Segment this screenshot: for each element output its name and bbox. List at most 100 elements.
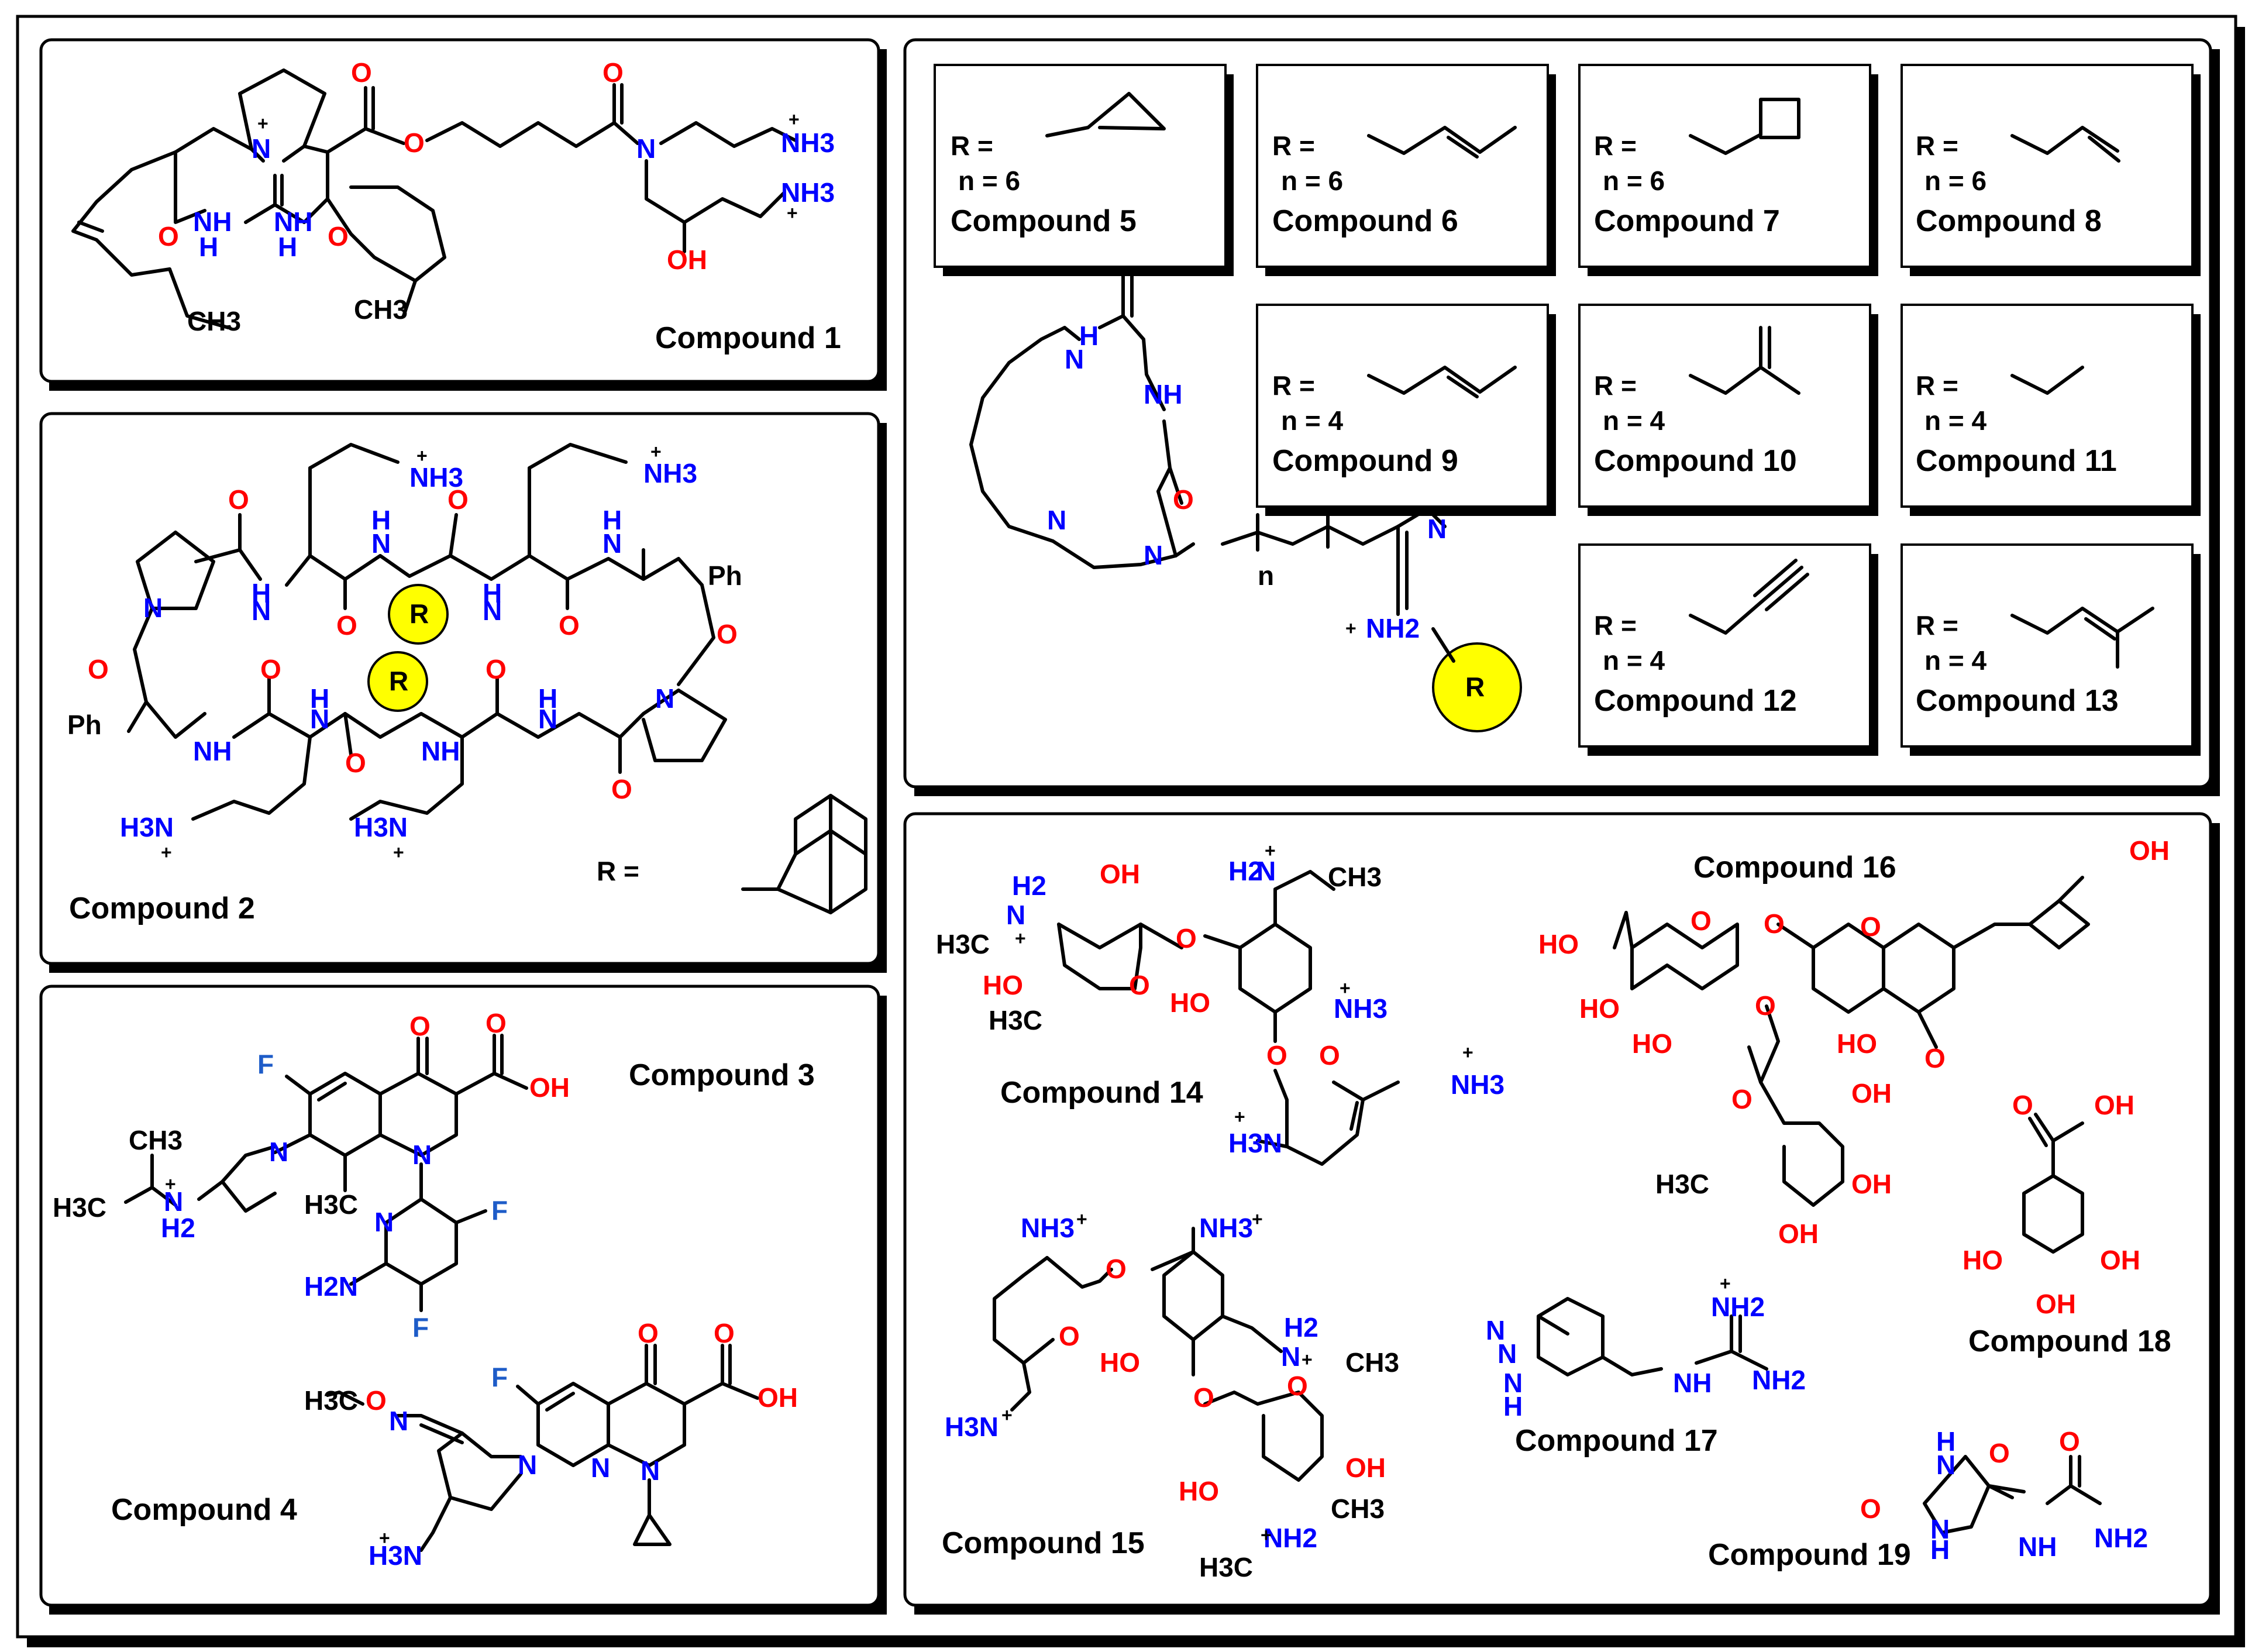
r-box-compound-8: R = n = 6 Compound 8: [1901, 64, 2201, 276]
atom-label: H: [602, 505, 622, 535]
atom-label: F: [257, 1049, 274, 1079]
charge-label: +: [1076, 1209, 1087, 1230]
atom-label: H2: [1012, 870, 1046, 901]
atom-label: NH2: [2094, 1523, 2148, 1553]
atom-label: N: [1930, 1514, 1950, 1544]
panel-compound-5-13: R N H N NH2 + NH O N n N H N H N NH2 + R…: [903, 38, 2220, 796]
atom-label: OH: [667, 245, 707, 275]
atom-label: O: [1860, 911, 1881, 942]
n-value-label: n = 4: [1603, 645, 1665, 676]
r-equals-label: R =: [1916, 610, 1958, 641]
atom-label: N: [1936, 1450, 1955, 1480]
compound-19-label: Compound 19: [1708, 1538, 1911, 1572]
atom-label: Ph: [67, 710, 102, 740]
atom-label: O: [1731, 1084, 1753, 1114]
atom-label: O: [404, 128, 425, 158]
atom-label: O: [336, 610, 357, 641]
r-box-compound-9: R = n = 4 Compound 9: [1256, 304, 1556, 516]
atom-label: NH: [193, 206, 232, 237]
charge-label: +: [1345, 618, 1356, 639]
compound-4-label: Compound 4: [111, 1493, 297, 1527]
atom-label: O: [1266, 1040, 1287, 1071]
atom-label: O: [1691, 906, 1712, 936]
atom-label: O: [447, 484, 469, 515]
r-group-highlight: [367, 651, 428, 712]
compound-2-label: Compound 2: [69, 892, 255, 925]
atom-label: N: [1144, 540, 1163, 570]
charge-label: +: [789, 109, 800, 130]
n-value-label: n = 4: [1603, 405, 1665, 436]
charge-label: +: [1234, 1106, 1245, 1127]
compound-14-label: Compound 14: [1000, 1076, 1203, 1110]
atom-label: OH: [2129, 835, 2170, 866]
charge-label: +: [1252, 1209, 1263, 1230]
atom-label: OH: [529, 1072, 570, 1103]
atom-label: HO: [1100, 1347, 1140, 1378]
compound-8-label: Compound 8: [1916, 204, 2102, 238]
atom-label: NH3: [1199, 1213, 1253, 1243]
atom-label: CH3: [1331, 1493, 1385, 1524]
atom-label: N: [374, 1207, 394, 1237]
atom-label: NH3: [409, 462, 463, 493]
n-value-label: n = 6: [1603, 166, 1665, 196]
atom-label: O: [158, 221, 179, 252]
compound-5-label: Compound 5: [951, 204, 1137, 238]
atom-label: HO: [983, 970, 1023, 1000]
charge-label: +: [1001, 1405, 1013, 1426]
atom-label: N: [636, 133, 656, 164]
atom-label: O: [486, 1008, 507, 1038]
atom-label: H3N: [120, 812, 174, 842]
atom-label: O: [1764, 908, 1785, 939]
atom-label: OH: [2094, 1090, 2134, 1120]
atom-label: F: [491, 1195, 508, 1226]
r-equals-label: R =: [597, 856, 639, 886]
atom-label: O: [1176, 923, 1197, 954]
atom-label: NH3: [1334, 993, 1388, 1024]
charge-label: +: [165, 1173, 176, 1195]
atom-label: H: [483, 578, 502, 608]
atom-label: N: [1503, 1368, 1523, 1398]
n-value-label: n = 6: [1281, 166, 1343, 196]
atom-label: N: [538, 704, 557, 734]
atom-label: H: [1936, 1426, 1955, 1457]
atom-label: N: [164, 1186, 183, 1217]
atom-label: O: [2012, 1090, 2033, 1120]
atom-label: NH3: [1021, 1213, 1075, 1243]
atom-label: O: [638, 1318, 659, 1348]
atom-label: H: [1079, 321, 1099, 351]
atom-label: NH2: [1366, 613, 1420, 643]
atom-label: OH: [1851, 1169, 1892, 1199]
atom-label: N: [655, 683, 674, 714]
atom-label: H3C: [304, 1189, 358, 1220]
charge-label: +: [1340, 978, 1351, 999]
atom-label: O: [1755, 990, 1776, 1021]
panel-compound-3-4: F O O OH N N CH3 H3C N + H2 H3C N F H2N …: [39, 985, 887, 1615]
atom-label: NH3: [643, 458, 697, 488]
atom-label: N: [1065, 344, 1084, 374]
atom-label: H: [371, 505, 391, 535]
atom-label: O: [559, 610, 580, 641]
atom-label: H: [310, 683, 329, 714]
atom-label: OH: [1100, 859, 1140, 889]
atom-label: O: [1989, 1438, 2010, 1468]
atom-label: H2: [1284, 1312, 1318, 1343]
atom-label: N: [602, 528, 622, 559]
atom-label: F: [412, 1312, 429, 1343]
charge-label: +: [161, 842, 172, 863]
atom-label: N: [412, 1140, 432, 1170]
atom-label: N: [389, 1406, 408, 1436]
atom-label: O: [351, 57, 372, 88]
atom-label: N: [1281, 1341, 1300, 1372]
atom-label: OH: [2100, 1245, 2140, 1275]
atom-label: HO: [1170, 987, 1210, 1018]
atom-label: NH3: [1451, 1069, 1504, 1100]
r-equals-label: R =: [1594, 610, 1637, 641]
atom-label: O: [1319, 1040, 1340, 1071]
atom-label: CH3: [129, 1125, 183, 1155]
atom-label: O: [1059, 1321, 1080, 1351]
atom-label: H3C: [304, 1385, 358, 1416]
atom-label: O: [1860, 1493, 1881, 1524]
atom-label: O: [228, 484, 249, 515]
atom-label: OH: [758, 1382, 798, 1413]
